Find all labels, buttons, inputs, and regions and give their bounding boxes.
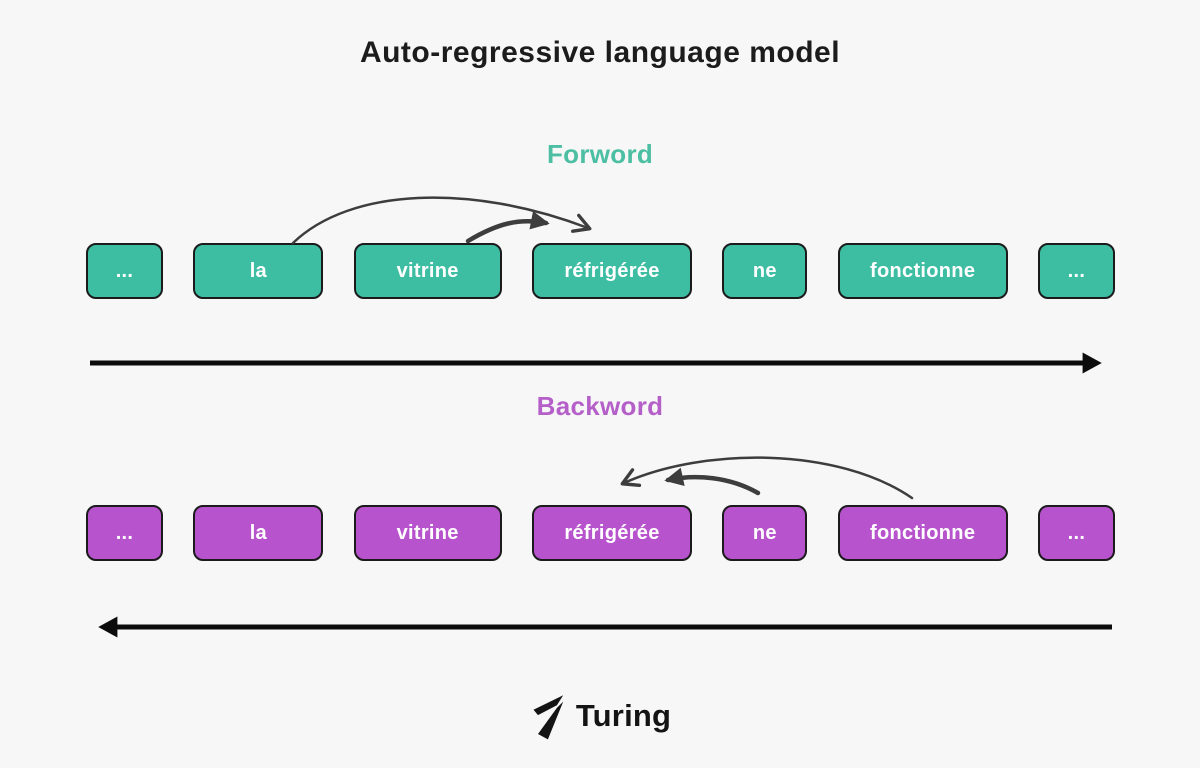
forward-token-ellipsis-left: ...	[86, 243, 163, 299]
forward-token-ne: ne	[722, 243, 808, 299]
forward-section-label: Forword	[546, 139, 654, 169]
backward-arc-ne-to-refrigeree	[664, 467, 761, 496]
page-title: Auto-regressive language model	[359, 36, 841, 69]
backward-token-la: la	[193, 505, 324, 561]
turing-logo-icon	[533, 695, 564, 740]
backward-token-ellipsis-right: ...	[1037, 505, 1115, 561]
backward-token-row: ... la vitrine réfrigérée ne fonctionne …	[86, 505, 1115, 561]
forward-token-refrigeree: réfrigérée	[531, 243, 692, 299]
backward-token-ellipsis-left: ...	[86, 505, 163, 561]
forward-arc-vitrine-to-refrigeree	[465, 210, 550, 244]
forward-arc-la-to-refrigeree	[291, 196, 592, 245]
forward-token-fonctionne: fonctionne	[837, 243, 1008, 299]
forward-token-vitrine: vitrine	[353, 243, 502, 299]
brand-name: Turing	[575, 698, 672, 733]
backward-token-ne: ne	[722, 505, 808, 561]
forward-token-la: la	[193, 243, 324, 299]
backward-token-refrigeree: réfrigérée	[531, 505, 692, 561]
forward-token-ellipsis-right: ...	[1037, 243, 1115, 299]
backward-arc-fonctionne-to-refrigeree	[620, 456, 914, 500]
backward-section-label: Backword	[536, 391, 664, 421]
backward-token-fonctionne: fonctionne	[837, 505, 1008, 561]
brand-footer: Turing	[0, 688, 1200, 744]
forward-token-row: ... la vitrine réfrigérée ne fonctionne …	[86, 243, 1115, 299]
backward-token-vitrine: vitrine	[353, 505, 502, 561]
